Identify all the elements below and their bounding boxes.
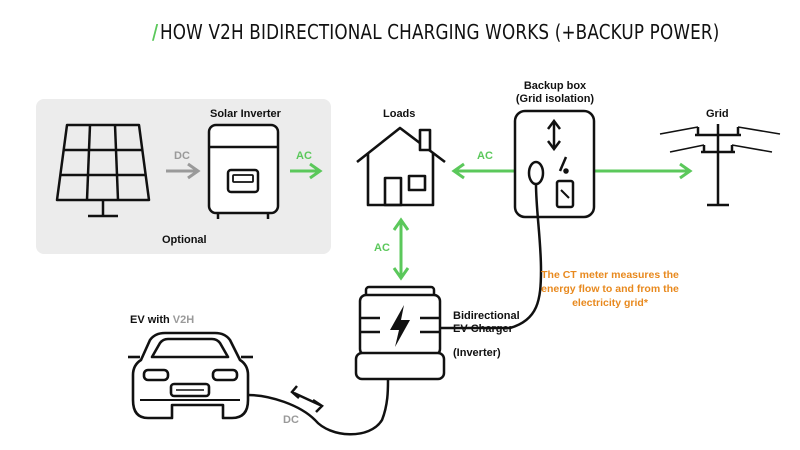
solar-inverter-label: Solar Inverter (210, 108, 281, 120)
ct-meter-note: The CT meter measures the energy flow to… (541, 269, 679, 309)
grid-label: Grid (706, 108, 729, 120)
ev-label-prefix: EV with (130, 314, 173, 326)
loads-label: Loads (383, 108, 416, 120)
charger-label-line2: EV Charger (453, 323, 513, 335)
dc-double-arrow (290, 385, 324, 413)
dc-flow-label-ev: DC (283, 414, 299, 426)
ac-flow-label-charger: AC (374, 242, 390, 254)
ac-arrow-house-charger (392, 217, 410, 281)
ct-meter-cable (440, 183, 543, 330)
ac-flow-label-grid: AC (477, 150, 493, 162)
title-slash: / (152, 20, 159, 44)
dc-flow-label-panel: DC (174, 150, 190, 162)
charger-label-line1: Bidirectional (453, 310, 520, 322)
ev-charger-icon (354, 285, 446, 381)
backup-box-icon (513, 109, 596, 219)
ev-car-icon (128, 331, 253, 420)
grid-pole-icon (659, 124, 781, 207)
solar-panel-icon (55, 123, 151, 218)
diagram-title: /HOW V2H BIDIRECTIONAL CHARGING WORKS (+… (152, 20, 719, 44)
solar-inverter-icon (207, 123, 280, 219)
title-text: HOW V2H BIDIRECTIONAL CHARGING WORKS (+B… (159, 20, 720, 44)
ac-arrow-inverter-to-house (290, 162, 323, 180)
house-icon (356, 126, 446, 207)
ev-label: EV with V2H (130, 314, 194, 327)
dc-cable (247, 379, 390, 436)
ev-label-v2h: V2H (172, 314, 195, 326)
backup-box-label-line1: Backup box (523, 80, 587, 92)
inverter-label: (Inverter) (453, 347, 501, 359)
optional-label: Optional (162, 234, 207, 246)
ac-flow-label-inverter: AC (296, 150, 312, 162)
dc-arrow-grey (166, 162, 201, 180)
ct-meter-clamp-icon (527, 160, 545, 186)
backup-box-label-line2: (Grid isolation) (515, 93, 595, 105)
